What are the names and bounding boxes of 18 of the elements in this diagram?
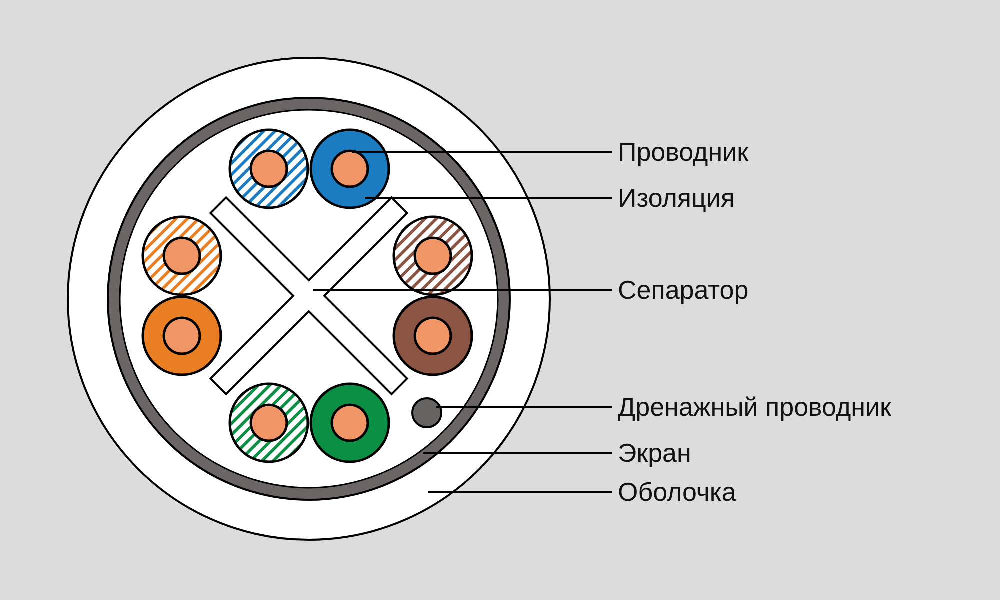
part-label: Экран <box>618 438 692 468</box>
part-label: Оболочка <box>618 477 736 507</box>
drain-wire <box>412 398 442 428</box>
cable-sheath <box>67 57 551 541</box>
part-label: Дренажный проводник <box>618 392 892 422</box>
part-label: Изоляция <box>618 183 735 213</box>
leader-line <box>313 289 612 291</box>
part-label: Сепаратор <box>618 275 749 305</box>
cross-separator <box>209 196 409 396</box>
conductor-core <box>330 150 370 188</box>
wire-insulation <box>310 128 390 210</box>
leader-line <box>352 151 612 153</box>
foil-screen <box>107 97 511 501</box>
leader-line <box>423 452 612 454</box>
part-label: Проводник <box>618 137 748 167</box>
leader-line <box>428 491 612 493</box>
leader-line <box>365 197 612 199</box>
leader-line <box>436 406 612 408</box>
